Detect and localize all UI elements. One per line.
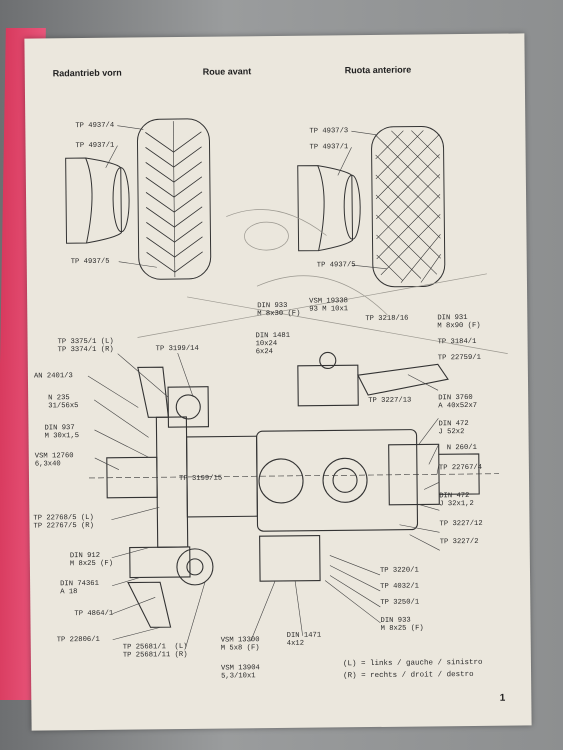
part-label: TP 22759/1	[437, 353, 481, 363]
part-label: TP 3227/2	[439, 537, 479, 547]
part-label: DIN 74361 A 18	[60, 579, 99, 597]
part-label: TP 3220/1	[379, 566, 419, 575]
part-label: DIN 933 M 8x25 (F)	[380, 616, 424, 633]
legend-left: (L) = links / gauche / sinistro	[342, 658, 483, 669]
part-label: DIN 1471 4x12	[286, 631, 322, 648]
part-label: TP 25681/1 (L) TP 25681/11 (R)	[122, 642, 188, 660]
part-label: TP 3184/1	[437, 337, 477, 347]
legend-right: (R) = rechts / droit / destro	[343, 670, 474, 681]
part-label: DIN 472 J 52x2	[438, 420, 469, 437]
part-label: DIN 937 M 30x1,5	[44, 424, 80, 441]
part-label: TP 3375/1 (L) TP 3374/1 (R)	[57, 337, 114, 355]
left-tyre-drawing	[136, 118, 212, 280]
part-label: TP 3199/15	[178, 474, 223, 484]
part-label: VSM 13300 M 5x8 (F)	[220, 636, 260, 653]
part-label: TP 4937/4	[75, 121, 115, 131]
part-label: TP 22767/4	[438, 463, 483, 473]
right-rim-drawing	[297, 165, 361, 252]
part-label: TP 22768/5 (L) TP 22767/5 (R)	[33, 513, 94, 531]
part-label: TP 4032/1	[380, 582, 420, 591]
part-label: TP 3227/13	[368, 396, 412, 406]
right-tyre-drawing	[371, 125, 446, 288]
part-label: TP 3218/16	[365, 314, 409, 324]
part-label: VSM 12760 6,3x40	[34, 452, 74, 469]
part-label: N 260/1	[446, 443, 477, 453]
technical-drawing	[65, 118, 508, 648]
part-label: TP 4937/1	[75, 141, 115, 151]
part-label: TP 3227/12	[439, 519, 483, 529]
part-label: N 235 31/56x5	[48, 394, 79, 411]
part-label: DIN 3760 A 40x52x7	[438, 393, 478, 411]
part-label: DIN 472 J 32x1,2	[439, 492, 474, 509]
part-label: VSM 19338 93 M 10x1	[309, 297, 349, 314]
background-construction-lines	[137, 209, 508, 354]
part-label: TP 4937/3	[309, 127, 349, 136]
part-label: DIN 933 M 8x30 (F)	[257, 301, 301, 319]
part-label: TP 4937/5	[316, 261, 356, 270]
part-label: AN 2401/3	[33, 372, 73, 381]
leader-lines	[87, 125, 440, 648]
page-number: 1	[499, 692, 506, 704]
part-label: TP 4937/1	[309, 143, 349, 152]
document-page: Radantrieb vorn Roue avant Ruota anterio…	[24, 33, 532, 731]
part-label: TP 4864/1	[74, 609, 114, 619]
left-rim-drawing	[65, 157, 130, 244]
part-label: TP 4937/5	[70, 257, 110, 267]
part-label: TP 3250/1	[380, 598, 420, 607]
part-label: VSM 13904 5,3/10x1	[220, 664, 260, 681]
part-label: DIN 931 M 8x90 (F)	[437, 314, 481, 331]
part-label: TP 22806/1	[56, 635, 100, 645]
part-label: DIN 1481 10x24 6x24	[255, 331, 291, 357]
part-label: TP 3199/14	[155, 344, 199, 354]
hub-assembly-drawing	[88, 351, 499, 628]
part-label: DIN 912 M 8x25 (F)	[69, 551, 114, 569]
